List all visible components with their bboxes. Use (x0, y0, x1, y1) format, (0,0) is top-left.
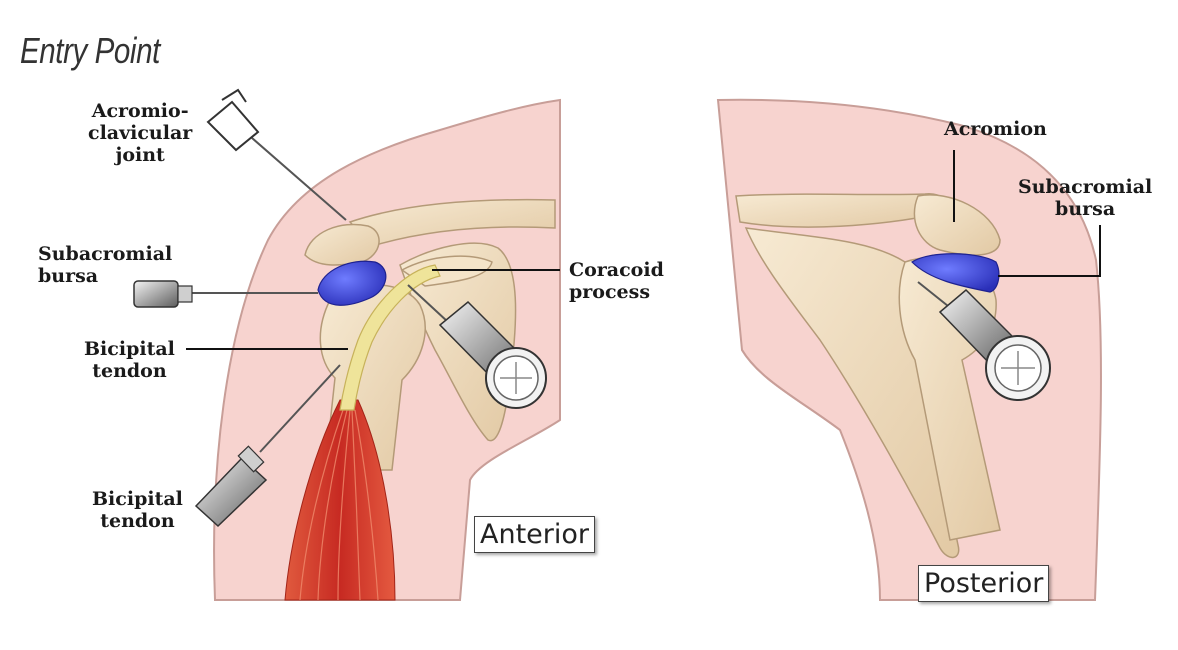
label-ac-joint: Acromio- clavicular joint (88, 100, 193, 166)
anterior-view (133, 88, 561, 601)
posterior-view-label: Posterior (918, 565, 1050, 602)
anterior-subacromial-bursa (317, 260, 387, 306)
posterior-subacromial-bursa (911, 253, 1000, 293)
anterior-acromion (304, 223, 380, 266)
label-bicipital-tendon-upper: Bicipital tendon (84, 338, 175, 382)
page-title: Entry Point (20, 30, 160, 71)
subacromial-syringe-anterior (133, 280, 318, 308)
label-subacromial-bursa-anterior: Subacromial bursa (38, 243, 173, 287)
bicipital-tendon-shape (339, 264, 441, 411)
label-acromion: Acromion (944, 118, 1047, 140)
posterior-leader-lines (953, 150, 1101, 277)
label-bicipital-tendon-lower: Bicipital tendon (92, 488, 183, 532)
anterior-main-syringe (407, 284, 547, 409)
label-coracoid-process: Coracoid process (569, 259, 664, 303)
biceps-muscle (284, 399, 396, 601)
posterior-view (716, 98, 1102, 601)
posterior-syringe (917, 281, 1051, 401)
clavicle (348, 198, 556, 247)
anterior-leader-lines (186, 269, 560, 350)
label-subacromial-bursa-posterior: Subacromial bursa (1018, 176, 1153, 220)
ac-joint-syringe (206, 88, 347, 221)
posterior-acromion (913, 194, 1001, 256)
anterior-view-label: Anterior (474, 516, 596, 553)
bicipital-tendon-syringe (194, 364, 341, 528)
muscle-fibers (299, 409, 379, 601)
